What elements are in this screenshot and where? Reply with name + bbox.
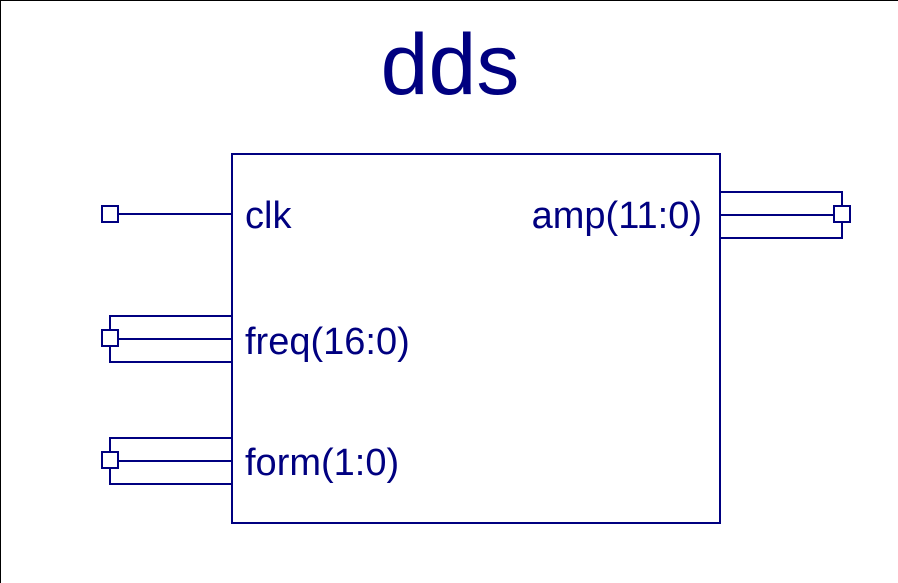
- port-pin-amp[interactable]: [833, 205, 851, 223]
- port-label-amp: amp(11:0): [531, 195, 702, 237]
- port-label-form: form(1:0): [245, 442, 400, 484]
- port-pin-clk[interactable]: [101, 205, 119, 223]
- port-pin-form[interactable]: [101, 451, 119, 469]
- wire-clk: [118, 213, 233, 215]
- page-title: dds: [380, 17, 520, 113]
- bus-midline-freq: [111, 338, 231, 340]
- bus-connector-form[interactable]: [109, 437, 233, 485]
- bus-connector-freq[interactable]: [109, 315, 233, 363]
- bus-connector-amp[interactable]: [719, 191, 843, 239]
- port-pin-freq[interactable]: [101, 329, 119, 347]
- bus-midline-amp: [721, 214, 841, 216]
- port-label-clk: clk: [245, 195, 292, 237]
- bus-midline-form: [111, 460, 231, 462]
- port-label-freq: freq(16:0): [245, 321, 410, 363]
